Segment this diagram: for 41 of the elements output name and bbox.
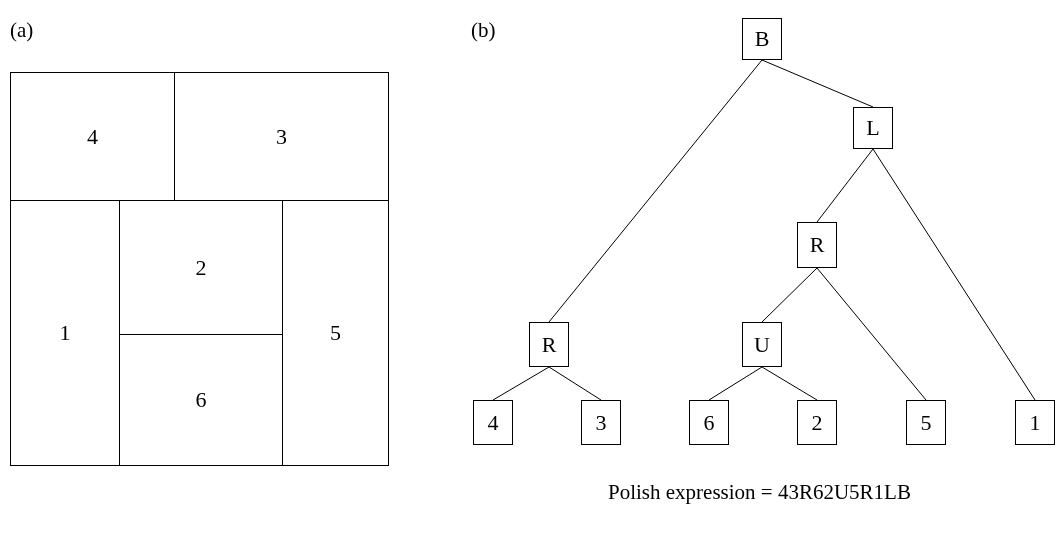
- tree-node-box: [581, 400, 621, 445]
- node-label: 2: [195, 256, 207, 279]
- node-label: 5: [330, 322, 341, 344]
- node-label: 3: [276, 125, 287, 148]
- tree-edge: [761, 59, 874, 108]
- tree-node-box: [797, 400, 837, 445]
- node-label: 1: [59, 322, 71, 344]
- tree-edge: [761, 267, 818, 323]
- tree-edge: [816, 267, 927, 401]
- tree-edge: [548, 366, 602, 401]
- node-label: 6: [703, 411, 715, 434]
- caption-text: Polish expression = 43R62U5R1LB: [608, 482, 911, 503]
- tree-edge: [492, 366, 550, 401]
- tree-node-box: [742, 18, 782, 60]
- tree-edge: [708, 366, 763, 401]
- tree-edge: [816, 148, 874, 223]
- node-label: 2: [811, 411, 823, 434]
- node-label: 3: [595, 411, 607, 434]
- tree-node-box: [853, 107, 893, 149]
- tree-node-box: [906, 400, 946, 445]
- tree-edge: [761, 366, 818, 401]
- node-label: 1: [1029, 411, 1041, 434]
- tree-edge: [548, 59, 763, 323]
- tree-edge: [872, 148, 1036, 401]
- panel-label: (a): [10, 20, 34, 41]
- tree-node-box: [1015, 400, 1055, 445]
- tree-node-box: [529, 322, 569, 367]
- node-label: 5: [920, 411, 932, 434]
- node-label: 4: [87, 125, 98, 148]
- node-label: 6: [195, 389, 207, 411]
- node-label: R: [541, 333, 557, 356]
- tree-node-box: [689, 400, 729, 445]
- node-label: U: [754, 333, 770, 356]
- node-label: L: [866, 117, 880, 139]
- node-label: R: [809, 234, 825, 256]
- tree-node-box: [473, 400, 513, 445]
- node-label: B: [754, 28, 770, 50]
- node-label: 4: [487, 411, 499, 434]
- tree-node-box: [742, 322, 782, 367]
- tree-node-box: [797, 222, 837, 268]
- panel-label: (b): [471, 20, 496, 41]
